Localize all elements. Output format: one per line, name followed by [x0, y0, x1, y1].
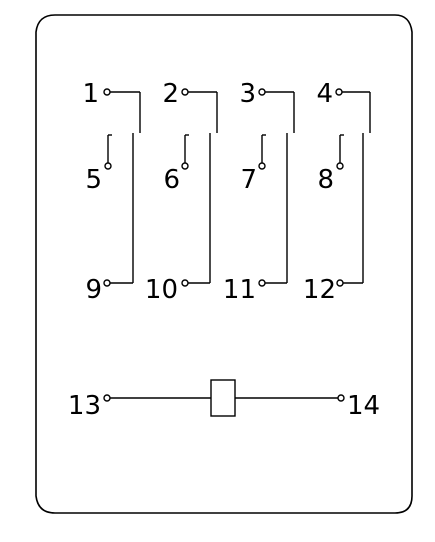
pin-label-13: 13 — [68, 391, 101, 421]
pole-4: 4 8 12 — [303, 79, 371, 305]
pole-1: 1 5 9 — [82, 79, 141, 305]
pin-8-terminal — [336, 162, 344, 170]
pin-12-terminal — [336, 279, 344, 287]
pin-label-1: 1 — [82, 79, 99, 109]
pin-label-10: 10 — [145, 275, 178, 305]
pin-label-14: 14 — [347, 391, 380, 421]
pin-label-9: 9 — [85, 275, 102, 305]
pin-9-terminal — [103, 279, 111, 287]
pin-label-5: 5 — [85, 165, 102, 195]
pole-2: 2 6 10 — [145, 79, 218, 305]
pin-label-8: 8 — [317, 165, 334, 195]
pin-6-terminal — [181, 162, 189, 170]
pin-label-2: 2 — [162, 79, 179, 109]
pin-3-terminal — [258, 88, 266, 96]
pin-14-terminal — [337, 394, 345, 402]
coil-winding-box — [210, 379, 236, 417]
pin-label-11: 11 — [223, 275, 256, 305]
relay-coil: 13 14 — [68, 379, 380, 421]
pin-11-terminal — [258, 279, 266, 287]
pin-2-terminal — [181, 88, 189, 96]
pin-4-terminal — [335, 88, 343, 96]
pin-label-3: 3 — [239, 79, 256, 109]
pin-label-12: 12 — [303, 275, 336, 305]
pin-10-terminal — [181, 279, 189, 287]
pole-3: 3 7 11 — [223, 79, 295, 305]
pin-label-7: 7 — [240, 165, 257, 195]
pin-1-terminal — [103, 88, 111, 96]
pin-7-terminal — [258, 162, 266, 170]
relay-housing-outline — [35, 14, 413, 514]
pin-5-terminal — [104, 162, 112, 170]
pin-label-4: 4 — [316, 79, 333, 109]
pin-13-terminal — [103, 394, 111, 402]
pin-label-6: 6 — [163, 165, 180, 195]
